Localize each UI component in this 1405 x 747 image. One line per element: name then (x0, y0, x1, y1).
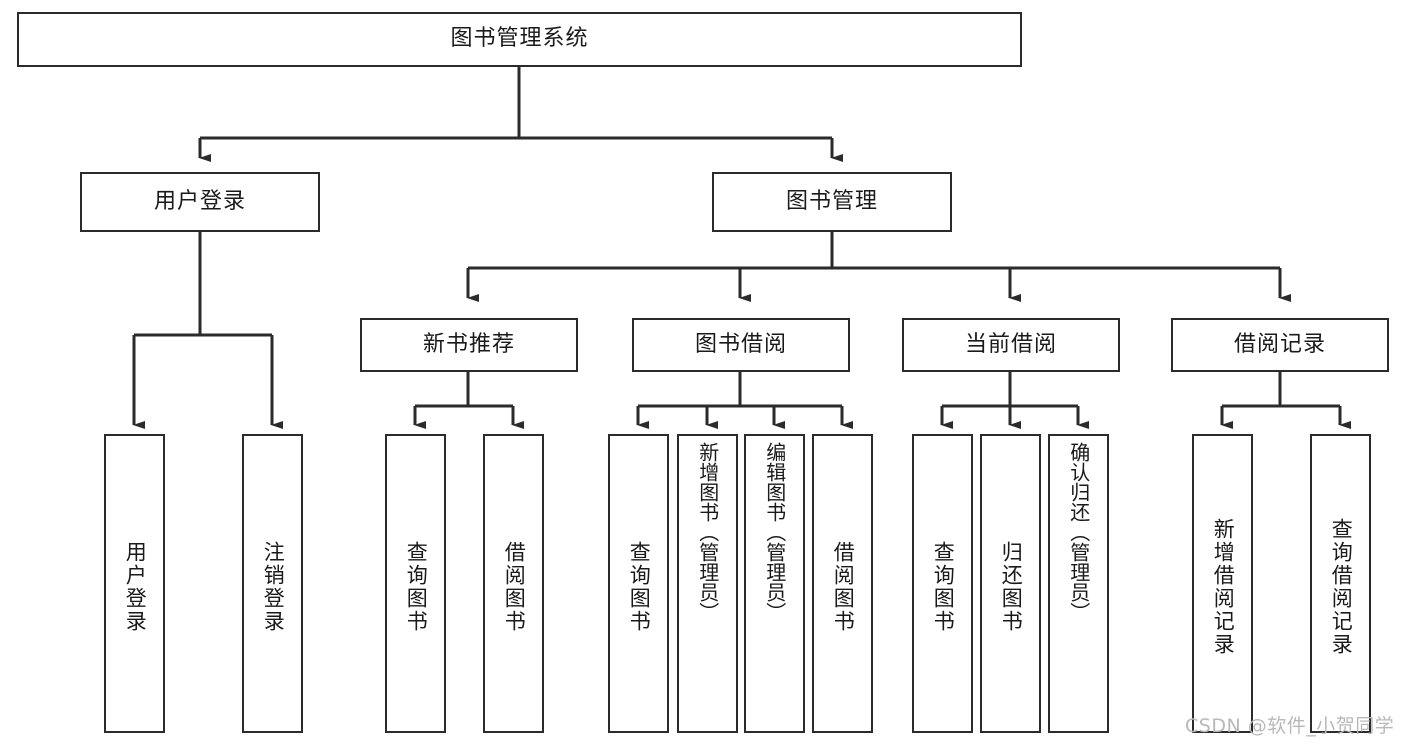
node-label: 图书管理系统 (450, 26, 589, 52)
leaf-user-login-logout[interactable]: 注销登录 (242, 434, 303, 733)
leaf-current-borrow-confirm-return[interactable]: 确认归还（管理员） (1048, 434, 1109, 733)
leaf-book-borrow-add[interactable]: 新增图书（管理员） (677, 434, 738, 733)
leaf-borrow-record-query[interactable]: 查询借阅记录 (1310, 434, 1371, 733)
node-root-system[interactable]: 图书管理系统 (17, 12, 1022, 67)
node-label: 当前借阅 (964, 331, 1057, 357)
leaf-new-book-query[interactable]: 查询图书 (385, 434, 446, 733)
node-label: 新增借阅记录 (1211, 517, 1236, 656)
node-label: 图书借阅 (694, 331, 787, 357)
node-current-borrow[interactable]: 当前借阅 (902, 318, 1120, 372)
node-label: 用户登录 (153, 188, 246, 214)
node-new-book-recommend[interactable]: 新书推荐 (360, 318, 578, 372)
leaf-borrow-record-add[interactable]: 新增借阅记录 (1192, 434, 1253, 733)
node-label: 查询借阅记录 (1329, 517, 1354, 656)
node-label: 归还图书 (999, 540, 1024, 633)
leaf-user-login-login[interactable]: 用户登录 (104, 434, 165, 733)
leaf-book-borrow-edit[interactable]: 编辑图书（管理员） (744, 434, 805, 733)
node-label: 查询图书 (931, 540, 956, 633)
leaf-book-borrow-query[interactable]: 查询图书 (608, 434, 669, 733)
node-label: 用户登录 (123, 540, 148, 633)
node-label: 注销登录 (261, 540, 286, 633)
leaf-book-borrow-lend[interactable]: 借阅图书 (812, 434, 873, 733)
node-label: 确认归还（管理员） (1066, 442, 1091, 622)
node-label: 查询图书 (404, 540, 429, 633)
leaf-current-borrow-return[interactable]: 归还图书 (980, 434, 1041, 733)
node-label: 图书管理 (785, 188, 878, 214)
leaf-current-borrow-query[interactable]: 查询图书 (912, 434, 973, 733)
node-user-login[interactable]: 用户登录 (80, 172, 320, 232)
node-label: 借阅图书 (502, 540, 527, 633)
node-label: 借阅记录 (1233, 331, 1326, 357)
node-label: 借阅图书 (831, 540, 856, 633)
node-book-borrow[interactable]: 图书借阅 (632, 318, 850, 372)
leaf-new-book-borrow[interactable]: 借阅图书 (483, 434, 544, 733)
node-book-management[interactable]: 图书管理 (712, 172, 952, 232)
node-borrow-record[interactable]: 借阅记录 (1171, 318, 1389, 372)
node-label: 编辑图书（管理员） (762, 442, 787, 622)
node-label: 新书推荐 (422, 331, 515, 357)
csdn-watermark: CSDN @软件_小贺同学 (1185, 715, 1395, 737)
node-label: 查询图书 (627, 540, 652, 633)
node-label: 新增图书（管理员） (695, 442, 720, 622)
